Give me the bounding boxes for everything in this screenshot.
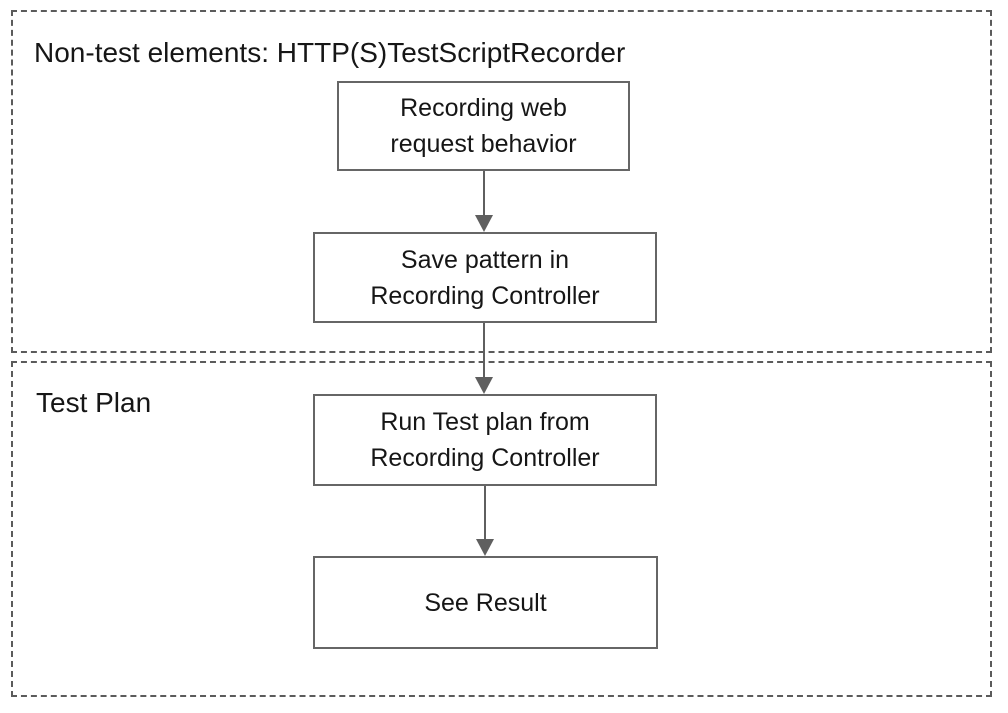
arrow-head-icon (475, 215, 493, 232)
node-run-test-plan-from-recording-controller: Run Test plan from Recording Controller (313, 394, 657, 486)
group-test-plan-label: Test Plan (36, 387, 152, 418)
arrow-line (483, 171, 485, 215)
arrow-line (483, 323, 485, 377)
node-label: Recording web request behavior (390, 94, 577, 158)
node-label: See Result (424, 588, 547, 617)
arrow-line (484, 486, 486, 539)
group-non-test-elements-label: Non-test elements: HTTP(S)TestScriptReco… (34, 37, 626, 68)
arrow-recording-to-save (475, 171, 493, 232)
arrow-save-to-run (475, 323, 493, 394)
arrow-head-icon (475, 377, 493, 394)
group-non-test-elements: Non-test elements: HTTP(S)TestScriptReco… (11, 10, 992, 353)
node-see-result: See Result (313, 556, 658, 649)
arrow-head-icon (476, 539, 494, 556)
node-save-pattern-in-recording-controller: Save pattern in Recording Controller (313, 232, 657, 323)
node-label: Run Test plan from Recording Controller (370, 408, 600, 472)
node-label: Save pattern in Recording Controller (370, 245, 600, 310)
node-recording-web-request-behavior: Recording web request behavior (337, 81, 630, 171)
group-test-plan: Test Plan (11, 361, 992, 697)
arrow-run-to-result (476, 486, 494, 556)
